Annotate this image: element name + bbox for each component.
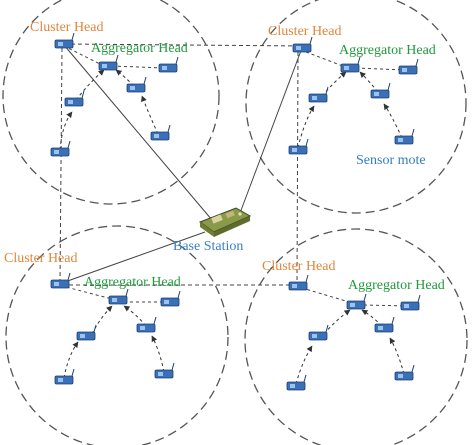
link-ah-ch-bl	[65, 286, 117, 301]
sensor-mote-icon	[394, 364, 415, 381]
link-ch-tl-ch-tr	[63, 43, 305, 47]
flow-tr-a	[297, 105, 315, 149]
aggregator-head-label-bottom-left: Aggregator Head	[84, 275, 181, 290]
link-tl-1	[111, 65, 166, 69]
sensor-mote-icon	[398, 58, 419, 75]
cluster-boundary-bottom-right	[244, 228, 468, 445]
link-tr-1	[355, 67, 407, 71]
flow-bl-b	[91, 305, 113, 335]
flow-bl-d	[123, 305, 147, 327]
cluster-head-label-bottom-left: Cluster Head	[4, 251, 77, 266]
sensor-mote-icon	[340, 56, 361, 73]
link-ch-tl-ch-bl	[59, 47, 63, 283]
aggregator-links	[65, 47, 409, 307]
flow-tl-a	[59, 111, 73, 151]
aggregator-head-label-bottom-right: Aggregator Head	[348, 278, 445, 293]
link-bs-ch-bl	[61, 231, 206, 284]
sensor-mote-icon	[288, 274, 309, 291]
cluster-head-links	[59, 43, 305, 286]
cluster-boundary-top-left	[2, 0, 220, 205]
sensor-mote-icon	[374, 316, 395, 333]
flow-br-b	[323, 309, 351, 335]
sensor-mote-icon	[136, 316, 157, 333]
sensor-mote-icon	[394, 128, 415, 145]
cluster-head-label-top-right: Cluster Head	[268, 24, 341, 39]
flow-tr-d	[359, 71, 379, 93]
base-station-label: Base Station	[173, 239, 243, 254]
base-station-links	[61, 44, 303, 284]
aggregator-head-label-top-left: Aggregator Head	[91, 41, 188, 56]
cluster-boundary-bottom-left	[5, 225, 229, 445]
sensor-mote-icon	[286, 374, 307, 391]
sensor-mote-icon	[98, 54, 119, 71]
sensor-mote-icon	[160, 290, 181, 307]
flow-tl-d	[115, 69, 135, 87]
sensor-mote-icon	[370, 82, 391, 99]
cluster-head-label-bottom-right: Cluster Head	[262, 259, 335, 274]
sensor-mote-icon	[158, 56, 179, 73]
sensor-mote-icon	[76, 324, 97, 341]
sensor-mote-icon	[154, 362, 175, 379]
sensor-mote-icon	[346, 293, 367, 310]
sensor-mote-icon	[54, 32, 75, 49]
base-station-icon	[198, 207, 252, 237]
sensor-mote-icon	[288, 138, 309, 155]
flow-bl-a	[63, 341, 79, 379]
sensor-mote-icon	[54, 368, 75, 385]
aggregator-head-label-top-right: Aggregator Head	[339, 43, 436, 58]
sensor-mote-label: Sensor mote	[356, 153, 426, 168]
link-ah-ch-tl	[67, 47, 105, 67]
sensor-mote-icon	[150, 124, 171, 141]
sensor-mote-icon	[400, 294, 421, 311]
cluster-boundary-top-right	[245, 0, 467, 214]
sensor-mote-icon	[292, 36, 313, 53]
flow-tl-c	[141, 95, 159, 135]
link-bs-ch-tl	[63, 44, 213, 221]
flow-tl-b	[75, 69, 105, 101]
link-ch-tr-ch-br	[296, 51, 299, 283]
flow-tr-c	[383, 103, 403, 139]
sensor-mote-icon	[308, 86, 329, 103]
flow-br-c	[389, 337, 405, 375]
cluster-head-label-top-left: Cluster Head	[30, 20, 103, 35]
link-bs-ch-tr	[239, 47, 303, 214]
sensor-mote-icon	[126, 76, 147, 93]
sensor-mote-icon	[308, 324, 329, 341]
sensor-mote-icon	[108, 288, 129, 305]
flow-bl-c	[151, 335, 165, 373]
flow-br-a	[295, 345, 313, 385]
flow-tr-b	[321, 71, 347, 97]
